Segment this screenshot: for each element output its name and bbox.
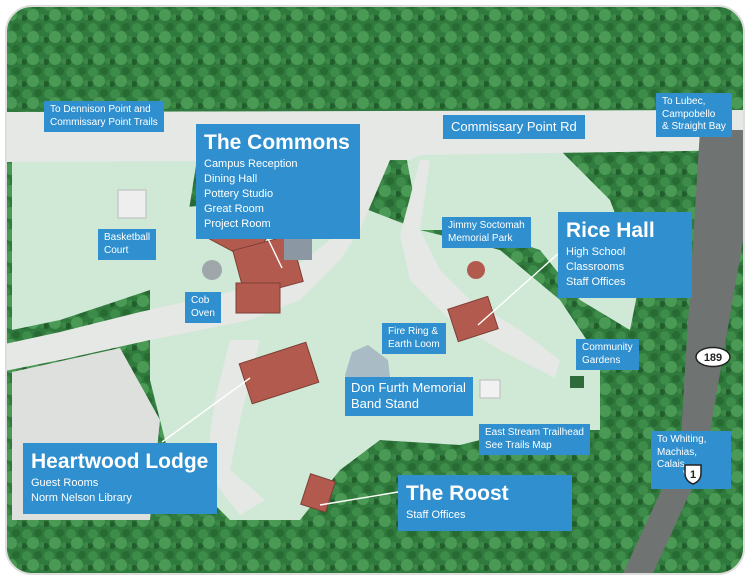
heartwood-detail-2: Norm Nelson Library <box>31 492 132 505</box>
band-stand-line-2: Band Stand <box>351 396 419 412</box>
gardens-line-2: Gardens <box>582 354 621 366</box>
fire-ring-line-1: Fire Ring & <box>388 326 439 337</box>
memorial-park-label: Jimmy Soctomah Memorial Park <box>442 217 531 248</box>
dennison-point-destination: To Dennison Point and Commissary Point T… <box>44 101 164 132</box>
leader-lines <box>161 217 561 506</box>
cob-oven-line-1: Cob <box>191 295 210 306</box>
heartwood-building <box>238 341 320 405</box>
commons-detail-4: Great Room <box>204 202 264 215</box>
gardens-line-1: Community <box>582 342 633 353</box>
cob-oven-label: Cob Oven <box>185 292 221 323</box>
south-path <box>205 340 265 515</box>
commons-detail-2: Dining Hall <box>204 173 258 186</box>
roost-detail-1: Staff Offices <box>406 509 466 522</box>
heartwood-lodge-title: Heartwood Lodge <box>31 450 209 473</box>
us-route-1-shield-icon: 1 <box>684 464 702 485</box>
heartwood-detail-1: Guest Rooms <box>31 477 99 490</box>
commons-detail-5: Project Room <box>204 217 271 230</box>
fire-ring-line-2: Earth Loom <box>388 338 440 350</box>
basketball-court-label: Basketball Court <box>98 229 157 260</box>
route-1-number: 1 <box>690 469 696 481</box>
rice-hall-detail-2: Staff Offices <box>566 275 626 288</box>
trailhead-line-1: East Stream Trailhead <box>485 427 584 438</box>
band-stand-line-1: Don Furth Memorial <box>351 380 466 395</box>
trailhead-line-2: See Trails Map <box>485 439 552 451</box>
the-commons-title: The Commons <box>204 131 350 154</box>
memorial-park-line-2: Memorial Park <box>448 232 513 244</box>
lubec-line-2: Campobello <box>662 108 716 120</box>
the-commons-label: The Commons Campus Reception Dining Hall… <box>196 124 360 240</box>
basketball-line-1: Basketball <box>104 232 151 243</box>
east-stream-trailhead-label: East Stream Trailhead See Trails Map <box>479 424 590 455</box>
the-roost-label: The Roost Staff Offices <box>398 475 572 532</box>
dennison-line-1: To Dennison Point and <box>50 104 151 115</box>
basketball-line-2: Court <box>104 244 129 256</box>
route-189-number: 189 <box>704 352 722 364</box>
roost-building <box>300 473 336 513</box>
band-stand-label: Don Furth Memorial Band Stand <box>345 377 473 416</box>
memorial-park-marker <box>467 261 485 279</box>
route-189-shield-icon: 189 <box>695 346 731 368</box>
rice-hall-title: Rice Hall <box>566 219 655 242</box>
rice-hall-detail-1: High School Classrooms <box>566 246 626 274</box>
whiting-line-1: To Whiting, <box>657 434 707 445</box>
commons-detail-1: Campus Reception <box>204 158 298 171</box>
cob-oven-line-2: Oven <box>191 307 215 319</box>
whiting-line-2: Machias, Calais <box>657 446 698 471</box>
rice-hall-label: Rice Hall High School Classrooms Staff O… <box>558 212 692 298</box>
cob-oven-marker <box>202 260 222 280</box>
lubec-line-3: & Straight Bay <box>662 121 726 132</box>
basketball-court-pad <box>117 189 147 219</box>
route-189-road <box>620 130 744 574</box>
commons-detail-3: Pottery Studio <box>204 187 274 200</box>
lubec-destination: To Lubec, Campobello & Straight Bay <box>656 93 732 137</box>
campus-drive <box>6 160 390 372</box>
dennison-line-2: Commissary Point Trails <box>50 116 158 128</box>
gardens-shed <box>570 376 584 388</box>
commissary-point-rd-label: Commissary Point Rd <box>443 115 585 140</box>
heartwood-lodge-label: Heartwood Lodge Guest Rooms Norm Nelson … <box>23 443 217 514</box>
community-gardens-label: Community Gardens <box>576 339 639 370</box>
memorial-park-line-1: Jimmy Soctomah <box>448 220 525 231</box>
fire-ring-label: Fire Ring & Earth Loom <box>382 323 446 354</box>
band-stand-structure <box>479 379 501 399</box>
lubec-line-1: To Lubec, <box>662 96 706 107</box>
the-roost-title: The Roost <box>406 482 509 505</box>
